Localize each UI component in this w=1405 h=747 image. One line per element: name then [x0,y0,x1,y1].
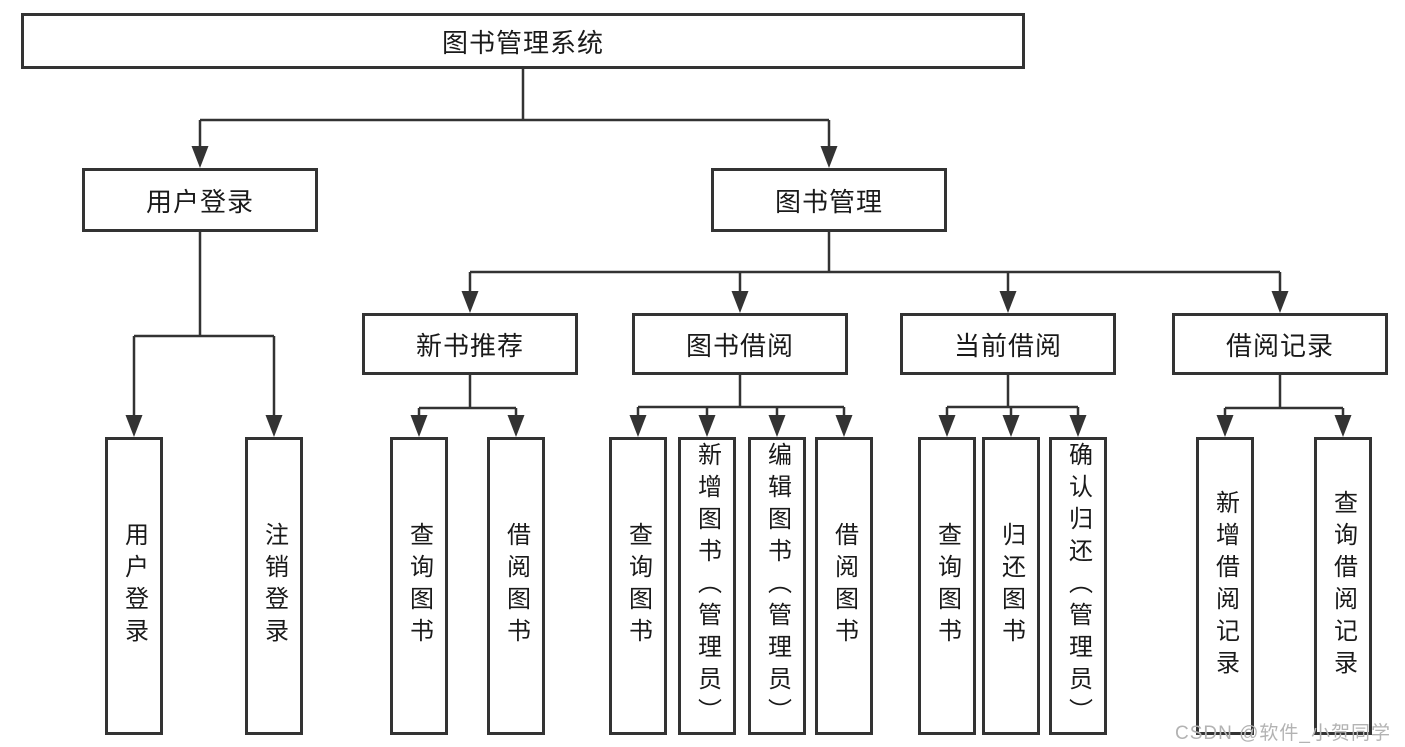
connector-path [132,69,1345,421]
node-return-books: 归还图书 [982,437,1040,735]
node-borrow-books-action: 借阅图书 [815,437,873,735]
node-query-books-current: 查询图书 [918,437,976,735]
node-edit-books-admin: 编辑图书（管理员） [748,437,806,735]
node-book-borrow: 图书借阅 [632,313,848,375]
node-user-login-action: 用户登录 [105,437,163,735]
node-book-management: 图书管理 [711,168,947,232]
node-new-book-recommend: 新书推荐 [362,313,578,375]
node-user-login: 用户登录 [82,168,318,232]
node-borrow-books-recommend: 借阅图书 [487,437,545,735]
node-current-borrow: 当前借阅 [900,313,1116,375]
watermark: CSDN @软件_小贺同学 [1175,723,1391,744]
arrowheads [125,146,1352,437]
node-query-borrow-record: 查询借阅记录 [1314,437,1372,735]
node-add-borrow-record: 新增借阅记录 [1196,437,1254,735]
node-query-books-borrow: 查询图书 [609,437,667,735]
node-borrow-records: 借阅记录 [1172,313,1388,375]
node-add-books-admin: 新增图书（管理员） [678,437,736,735]
node-confirm-return-admin: 确认归还（管理员） [1049,437,1107,735]
node-query-books-recommend: 查询图书 [390,437,448,735]
node-root: 图书管理系统 [21,13,1025,69]
node-logout-action: 注销登录 [245,437,303,735]
